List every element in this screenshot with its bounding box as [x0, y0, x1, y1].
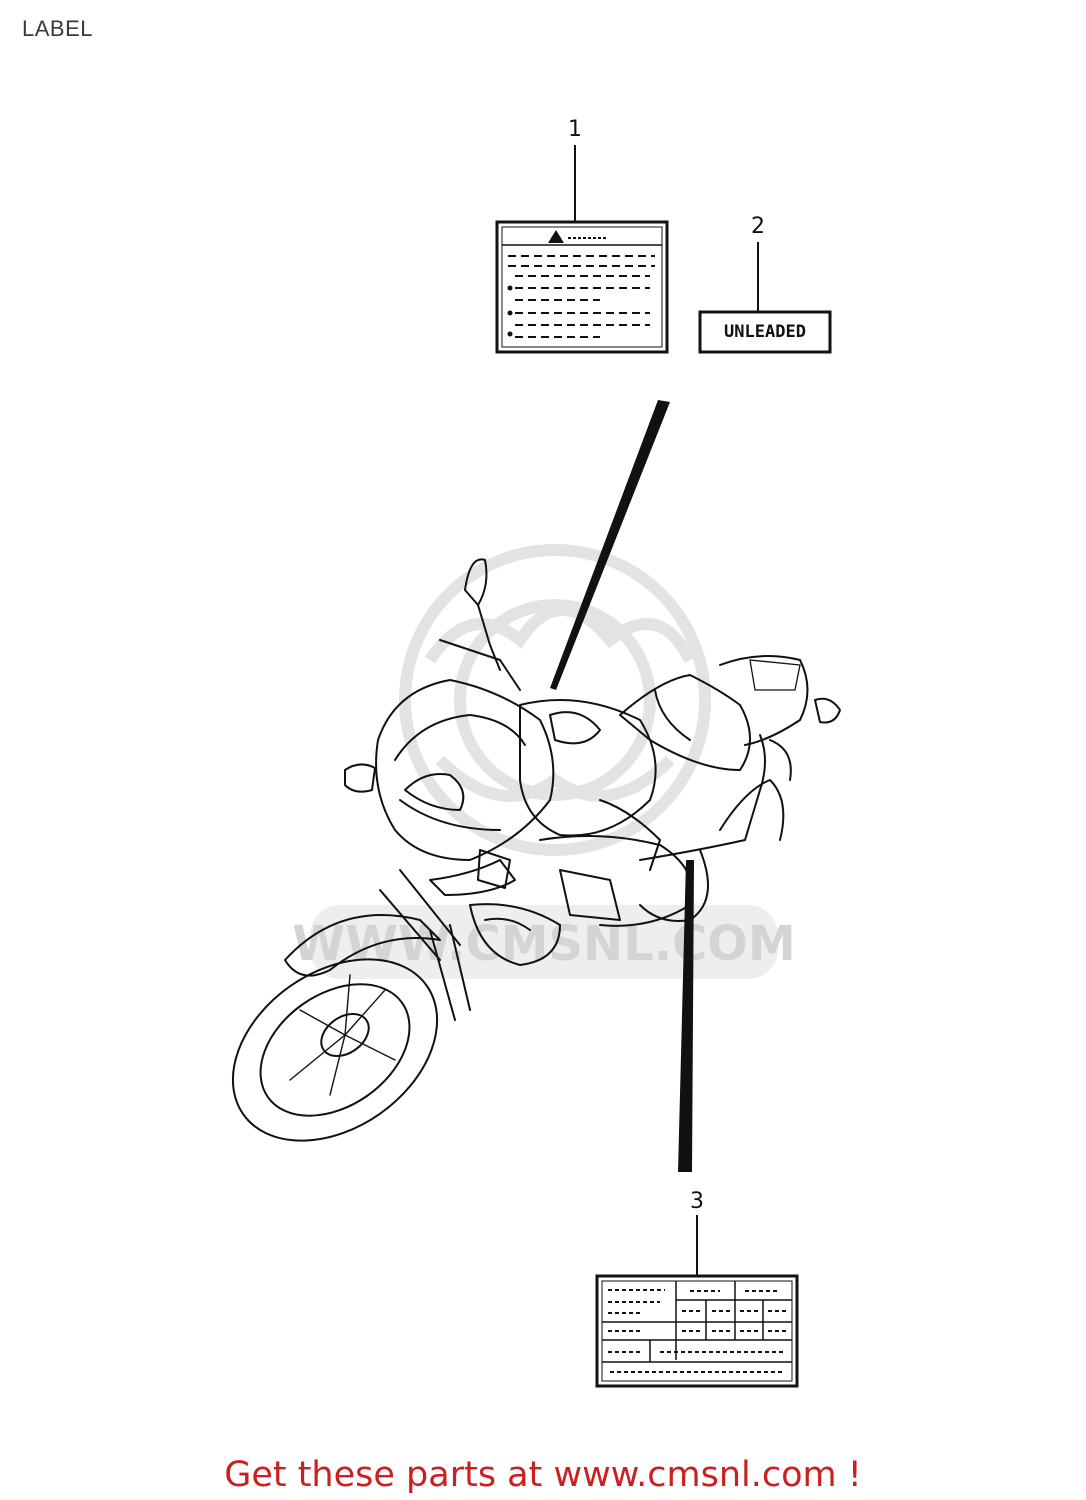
- watermark-text: WWW.CMSNL.COM: [292, 916, 796, 972]
- warning-label-part-1[interactable]: [495, 220, 669, 354]
- callout-number-3: 3: [690, 1189, 704, 1214]
- callout-number-1: 1: [568, 117, 582, 142]
- warning-triangle-icon: [548, 230, 564, 243]
- unleaded-label-text: UNLEADED: [724, 322, 806, 342]
- unleaded-label-part-2-frame[interactable]: [698, 310, 832, 354]
- pointer-line-label-3: [678, 860, 694, 1172]
- page-title: LABEL: [22, 16, 93, 41]
- footer-parts-link[interactable]: Get these parts at www.cmsnl.com !: [224, 1455, 862, 1495]
- info-label-part-3[interactable]: [595, 1274, 799, 1388]
- callout-number-2: 2: [751, 214, 765, 239]
- pointer-line-label-1: [550, 400, 670, 690]
- motorcycle-illustration: [231, 558, 841, 1142]
- watermark-banner: [310, 905, 778, 979]
